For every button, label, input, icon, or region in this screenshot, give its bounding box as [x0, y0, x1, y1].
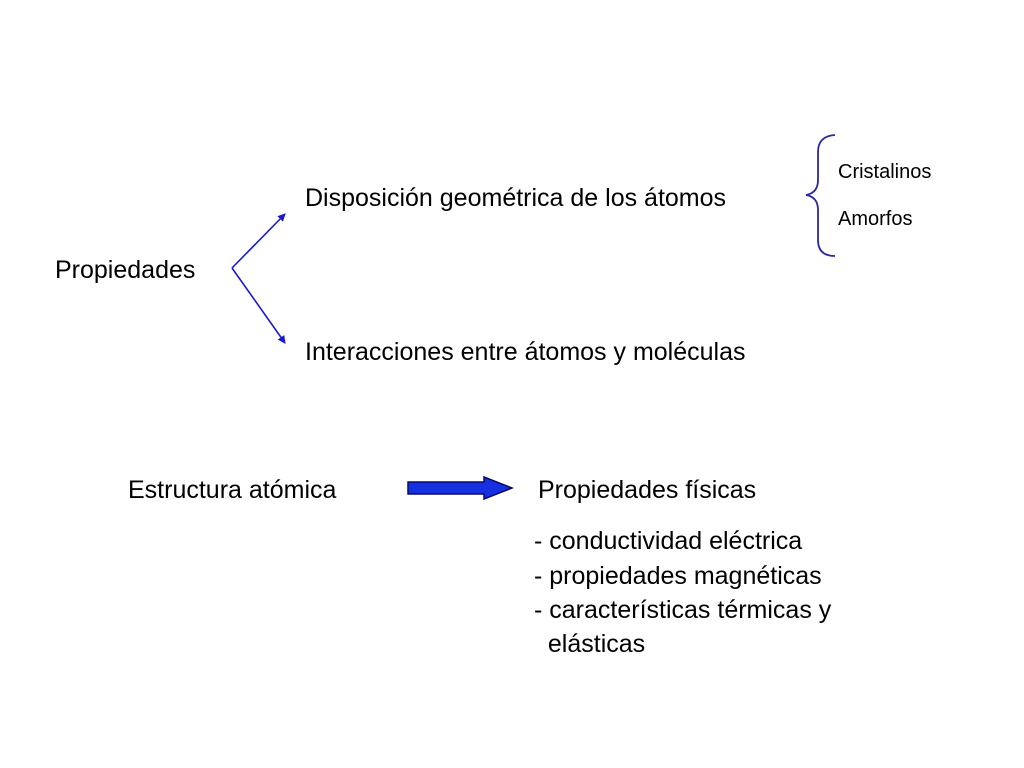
property-item: - características térmicas y [534, 596, 832, 624]
relation-target-label: Propiedades físicas [538, 476, 757, 504]
curly-brace [805, 134, 836, 257]
property-item: - conductividad eléctrica [534, 527, 803, 555]
big-arrow [407, 475, 515, 501]
connector-arrow-down [231, 267, 286, 344]
sub-bottom-label: Amorfos [838, 208, 913, 230]
connector-arrow-up [231, 213, 286, 269]
property-item: - propiedades magnéticas [534, 562, 822, 590]
branch-top-label: Disposición geométrica de los átomos [305, 184, 727, 212]
branch-bottom-label: Interacciones entre átomos y moléculas [305, 338, 746, 366]
property-item: elásticas [534, 630, 646, 658]
sub-top-label: Cristalinos [838, 161, 932, 183]
relation-source-label: Estructura atómica [128, 476, 337, 504]
root-label: Propiedades [55, 256, 196, 284]
